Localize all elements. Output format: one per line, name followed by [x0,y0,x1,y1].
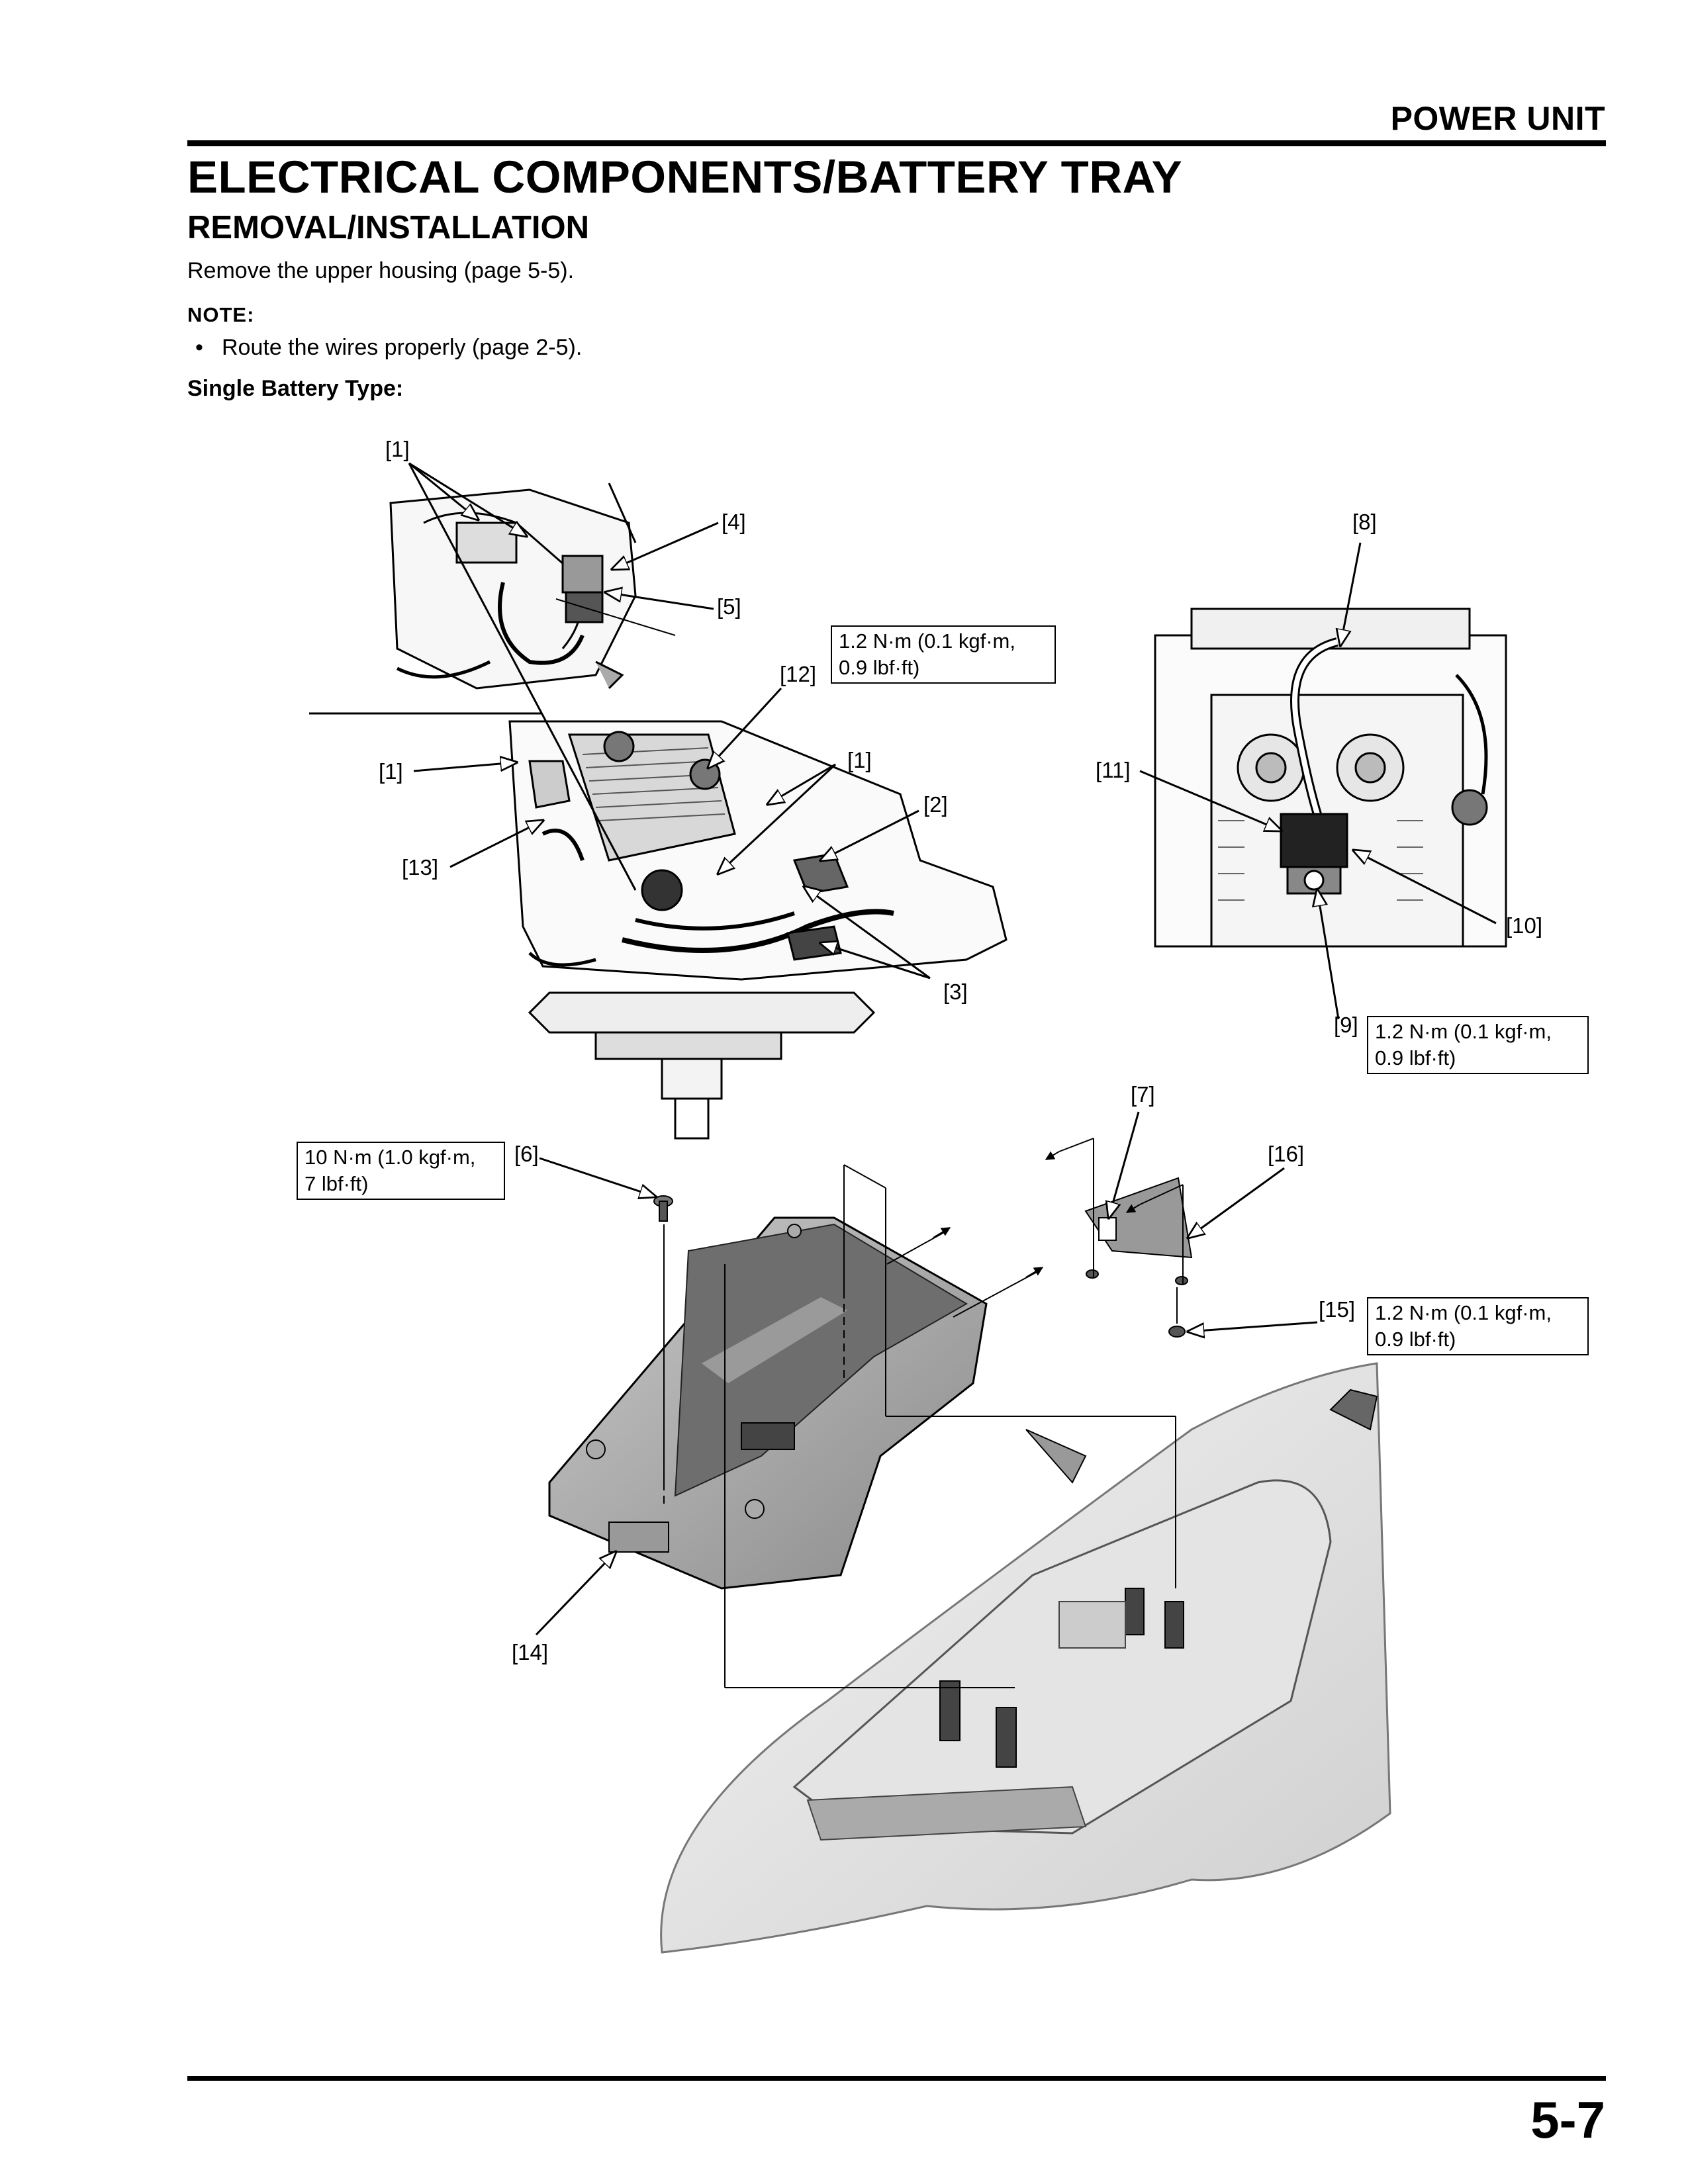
callout-6: [6] [514,1142,539,1166]
callout-10: [10] [1506,913,1543,938]
callout-2: [2] [923,792,948,817]
callout-8: [8] [1352,510,1377,534]
callout-1-top: [1] [385,437,410,461]
callout-12: [12] [780,662,817,686]
header-rule [187,140,1606,146]
battery-tray-view [548,1138,1391,1954]
callout-16: [16] [1268,1142,1305,1166]
callout-15: [15] [1319,1297,1356,1322]
footer-rule [187,2076,1606,2081]
callout-4: [4] [722,510,746,534]
leader-lines [408,462,1497,1636]
callout-3: [3] [943,979,968,1004]
right-detail-view [1154,608,1507,948]
torque-spec-12-line2: 0.9 lbf·ft) [839,656,920,679]
note-item-text: Route the wires properly (page 2-5). [222,335,583,360]
page-number: 5-7 [1530,2091,1605,2149]
subtitle: REMOVAL/INSTALLATION [187,210,589,246]
intro-text: Remove the upper housing (page 5-5). [187,258,575,283]
torque-spec-6: 10 N·m (1.0 kgf·m, 7 lbf·ft) [297,1142,505,1200]
torque-spec-9-line2: 0.9 lbf·ft) [1375,1046,1456,1069]
note-heading: NOTE: [187,303,255,326]
torque-spec-12-line1: 1.2 N·m (0.1 kgf·m, [839,629,1015,653]
note-item: • Route the wires properly (page 2-5). [195,335,582,361]
callout-11: [11] [1096,758,1131,782]
torque-spec-15-line2: 0.9 lbf·ft) [1375,1328,1456,1351]
torque-spec-6-line1: 10 N·m (1.0 kgf·m, [305,1146,476,1169]
torque-spec-9: 1.2 N·m (0.1 kgf·m, 0.9 lbf·ft) [1367,1016,1589,1074]
callout-14: [14] [512,1640,549,1664]
top-left-detail [389,482,676,690]
torque-spec-6-line2: 7 lbf·ft) [305,1172,369,1195]
torque-spec-15: 1.2 N·m (0.1 kgf·m, 0.9 lbf·ft) [1367,1297,1589,1355]
callout-1-middle: [1] [847,748,872,772]
torque-spec-9-line1: 1.2 N·m (0.1 kgf·m, [1375,1020,1552,1043]
callout-1-left: [1] [379,759,403,784]
bracket-16 [1084,1177,1193,1338]
callout-13: [13] [402,855,439,880]
torque-spec-12: 1.2 N·m (0.1 kgf·m, 0.9 lbf·ft) [831,625,1056,684]
battery-type-heading: Single Battery Type: [187,376,404,401]
callout-9: [9] [1334,1013,1358,1037]
callout-7: [7] [1131,1082,1155,1107]
callout-5: [5] [717,594,741,619]
section-header: POWER UNIT [1390,100,1605,137]
bolt-6 [653,1195,673,1222]
torque-spec-15-line1: 1.2 N·m (0.1 kgf·m, [1375,1301,1552,1324]
bullet-glyph: • [195,335,203,360]
page-title: ELECTRICAL COMPONENTS/BATTERY TRAY [187,152,1183,203]
electrical-assembly [508,720,1008,1140]
